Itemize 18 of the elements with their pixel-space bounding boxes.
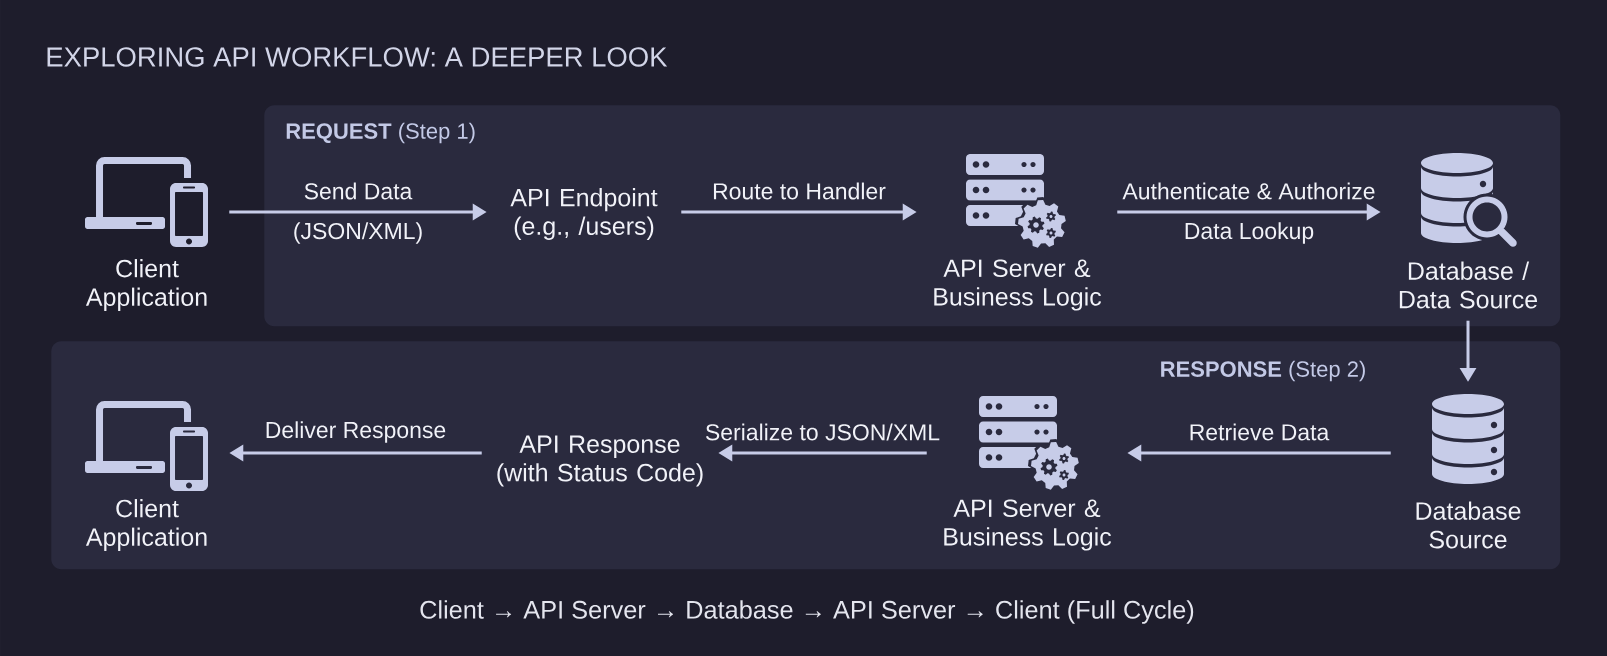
node-label: Database Source	[1416, 501, 1521, 549]
edge-label: Route to Handler	[713, 182, 886, 200]
edge-label: Deliver Response	[266, 421, 446, 443]
edge-label: Retrieve Data	[1190, 423, 1330, 441]
node-label: API Endpoint (e.g., /users)	[510, 188, 658, 240]
title: EXPLORING API WORKFLOW: A DEEPER LOOK	[47, 47, 668, 67]
node-label: Database / Data Source	[1399, 261, 1538, 309]
note: (JSON/XML)	[294, 222, 422, 244]
node-label: API Server & Business Logic	[944, 499, 1112, 551]
edge-label: Send Data	[304, 182, 413, 200]
node-label: Client Application	[85, 499, 207, 551]
edge-label: Serialize to JSON/XML	[705, 423, 940, 441]
node-label: Client Application	[85, 259, 207, 311]
edge-label: Authenticate & Authorize	[1122, 182, 1375, 200]
caption: Client → API Server → Database → API Server → Client (Full Cycle)	[420, 600, 1194, 624]
note: Data Lookup	[1185, 222, 1314, 244]
node-label: API Response (with Status Code)	[497, 435, 703, 487]
node-label: API Server & Business Logic	[934, 259, 1102, 311]
